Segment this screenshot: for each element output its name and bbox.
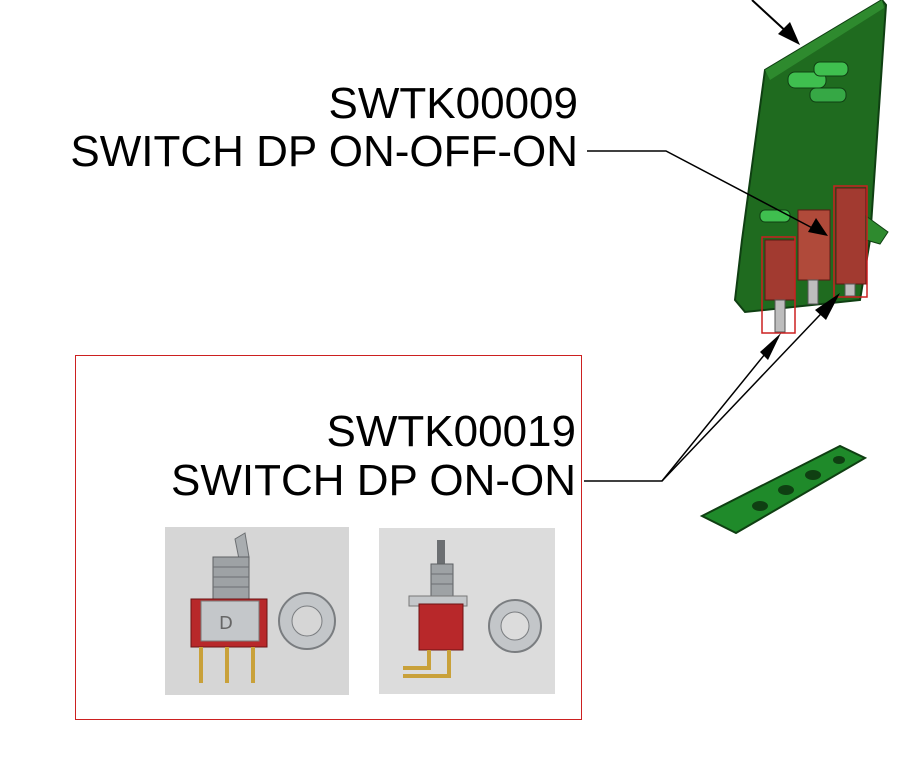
switch-toggle bbox=[844, 283, 856, 297]
part-description-label: SWITCH DP ON-ON bbox=[171, 456, 576, 505]
arrowhead bbox=[778, 22, 800, 45]
component-capacitor bbox=[809, 87, 847, 103]
part-description-label: SWITCH DP ON-OFF-ON bbox=[70, 127, 578, 176]
pcb-corner bbox=[865, 215, 889, 245]
highlight-box bbox=[833, 185, 868, 298]
leader-line-swtk00019-b bbox=[661, 297, 837, 482]
mounting-hole bbox=[778, 485, 794, 495]
mounting-hole bbox=[805, 470, 821, 480]
component-capacitor bbox=[813, 61, 849, 77]
leader-line-swtk00019-a bbox=[584, 337, 779, 482]
arrowhead bbox=[760, 333, 781, 360]
switch-body bbox=[835, 187, 867, 285]
pcb-board-edge bbox=[765, 0, 884, 80]
toggle-switch-side-image bbox=[379, 528, 555, 694]
switch-body bbox=[764, 239, 796, 301]
callout-box bbox=[75, 355, 582, 720]
svg-text:D: D bbox=[219, 613, 233, 634]
leader-line-swtk00009 bbox=[587, 150, 821, 233]
component-capacitor bbox=[787, 71, 827, 89]
switch-body bbox=[797, 209, 831, 281]
switch-photo-side bbox=[379, 528, 555, 694]
switch-toggle bbox=[774, 299, 786, 333]
mounting-hole bbox=[752, 501, 768, 511]
toggle-switch-front-image: D bbox=[165, 527, 349, 695]
switch-photo-front: D bbox=[165, 527, 349, 695]
arrowhead bbox=[815, 293, 840, 320]
highlight-box bbox=[761, 236, 796, 334]
arrowhead bbox=[808, 218, 828, 236]
switch-toggle bbox=[807, 279, 819, 305]
mounting-hole bbox=[833, 456, 845, 464]
part-number-label: SWTK00009 bbox=[328, 79, 578, 128]
component-capacitor bbox=[759, 209, 791, 223]
part-number-label: SWTK00019 bbox=[326, 407, 576, 456]
